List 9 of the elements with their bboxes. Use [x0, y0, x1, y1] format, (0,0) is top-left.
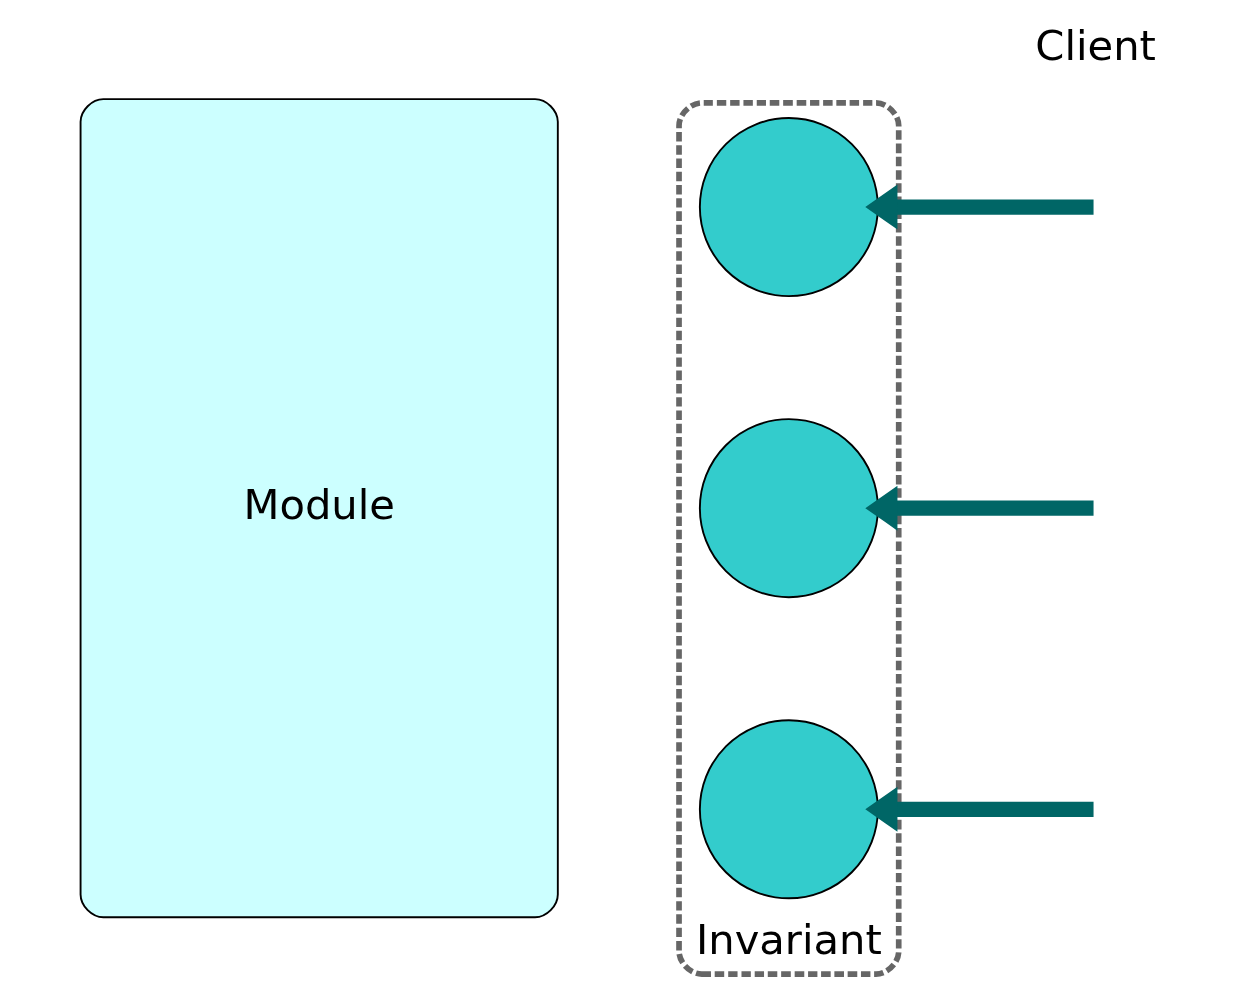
label: Client: [1034, 21, 1156, 71]
node-box: Module: [79, 98, 559, 919]
node-circle: [698, 719, 879, 900]
arrow: [864, 786, 1094, 832]
node-circle: [698, 117, 879, 297]
arrow: [864, 184, 1094, 230]
cluster: Invariant: [675, 100, 902, 977]
node-circle: [698, 418, 879, 599]
arrow: [864, 485, 1094, 531]
